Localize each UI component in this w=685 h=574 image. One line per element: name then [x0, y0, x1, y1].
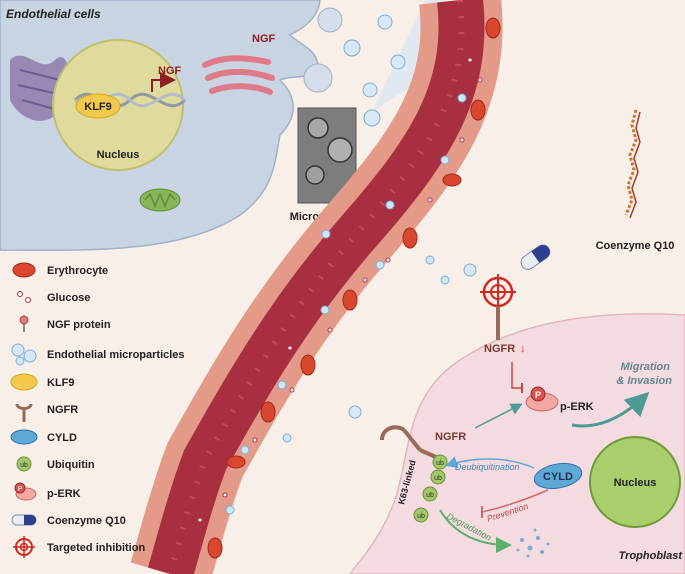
cyld-icon — [533, 462, 583, 490]
legend-label: Targeted inhibition — [47, 542, 145, 554]
inhibition-line — [511, 362, 522, 389]
migration-label-2: & Invasion — [616, 375, 672, 387]
legend-label: Glucose — [47, 292, 90, 304]
coq10-icon — [11, 514, 37, 526]
legend-label: Ubiquitin — [47, 459, 95, 471]
transcription-arrow — [151, 72, 176, 92]
ub-label: ub — [434, 475, 442, 482]
microparticle-icon — [11, 343, 37, 366]
ngf-gene-label: NGF — [158, 65, 182, 77]
legend-label: Endothelial microparticles — [47, 349, 185, 361]
golgi-apparatus — [202, 55, 275, 95]
trophoblast-title: Trophoblast — [619, 550, 684, 562]
vesicle-bud — [303, 63, 333, 93]
klf9-icon — [75, 93, 121, 119]
deubiquitination-label: Deubiquitination — [455, 462, 520, 472]
coq10-label: Coenzyme Q10 — [596, 240, 675, 252]
p-icon-text: P — [18, 486, 23, 493]
ngfr-receptor-label: NGFR — [435, 431, 466, 443]
legend-label: Erythrocyte — [47, 265, 108, 277]
glucose-icon — [17, 291, 31, 303]
legend-label: Coenzyme Q10 — [47, 515, 126, 527]
erythrocytes — [207, 17, 501, 559]
ngfr-to-perk-arrow — [474, 403, 523, 429]
ub-label: ub — [436, 460, 444, 467]
degradation-arrow — [439, 509, 512, 553]
perk-label: p-ERK — [560, 401, 594, 413]
legend-label: NGFR — [47, 404, 78, 416]
glucose-dots — [197, 57, 483, 523]
phospho-icon — [530, 386, 546, 402]
p-label: P — [535, 390, 541, 400]
legend-label: CYLD — [47, 432, 77, 444]
ngfr-top-label: NGFR — [484, 343, 515, 355]
microparticles-in-vessel — [225, 93, 467, 515]
degradation-fragments — [516, 528, 550, 558]
endothelial-title: Endothelial cells — [6, 7, 101, 21]
ngfr-icon — [15, 403, 33, 422]
prevention-line — [481, 489, 549, 513]
coq10-capsule — [520, 244, 551, 270]
ubiquitin-icon — [16, 456, 32, 472]
deubiquitination-arrow — [445, 456, 535, 469]
ngf-protein-icon — [19, 315, 29, 332]
migration-label-1: Migration — [621, 361, 671, 373]
nucleus-label: Nucleus — [97, 149, 140, 161]
legend-label: p-ERK — [47, 488, 81, 500]
migration-arrow — [571, 391, 650, 428]
coq10-molecule — [624, 109, 641, 219]
target-icon — [480, 274, 516, 310]
ngfr-decrease-arrow: ↓ — [520, 343, 526, 355]
cyld-icon — [10, 429, 38, 445]
ub-label: ub — [426, 492, 434, 499]
legend: ub P Erythrocyte Glucose NGF protein End… — [10, 262, 185, 558]
legend-label: KLF9 — [47, 377, 75, 389]
klf9-icon — [10, 373, 38, 391]
ngf-golgi-label: NGF — [252, 33, 276, 45]
trophoblast-nucleus-label: Nucleus — [614, 477, 657, 489]
ub-label: ub — [417, 513, 425, 520]
erythrocyte-icon — [12, 262, 36, 278]
trophoblast-nucleus — [589, 436, 681, 528]
ubiquitin-icon-text: ub — [20, 462, 28, 469]
cyld-label: CYLD — [543, 471, 573, 483]
klf9-label: KLF9 — [84, 101, 112, 113]
perk-icon — [14, 482, 37, 501]
released-microparticles — [343, 14, 477, 419]
ubiquitin-chain — [413, 454, 448, 523]
legend-label: NGF protein — [47, 319, 111, 331]
vesicle-bud — [317, 7, 343, 33]
target-icon — [13, 536, 35, 558]
